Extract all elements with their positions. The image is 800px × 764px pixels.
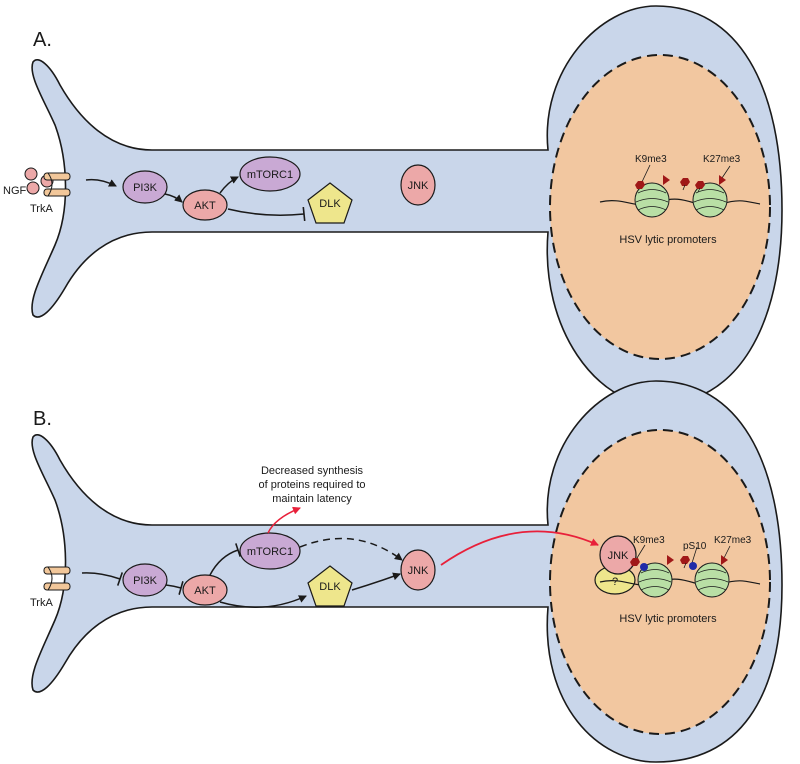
dlk-label-a: DLK bbox=[319, 198, 341, 210]
arrow-akt-to-dlk-b bbox=[219, 595, 307, 609]
dna-strand-b bbox=[599, 578, 761, 587]
trka-receptor-a bbox=[43, 172, 71, 197]
note-line-3: maintain latency bbox=[272, 493, 352, 505]
inhibition-pi3k-akt-b bbox=[165, 581, 184, 595]
k27me3-label-a: K27me3 bbox=[703, 154, 741, 165]
k9me3-mark-icon-a bbox=[635, 164, 705, 193]
trka-label-a: TrkA bbox=[30, 203, 53, 215]
arrow-trka-to-pi3k-a bbox=[85, 178, 117, 187]
nuclear-jnk-node-b bbox=[599, 535, 637, 575]
jnk-label-b: JNK bbox=[408, 565, 429, 577]
arrow-pi3k-to-akt-a bbox=[164, 193, 183, 203]
red-arrow-jnk-to-nucleus-b bbox=[440, 530, 599, 566]
pi3k-label-b: PI3K bbox=[133, 575, 158, 587]
dna-strand-a bbox=[599, 198, 761, 207]
mtorc1-label-b: mTORC1 bbox=[247, 546, 293, 558]
trka-receptor-b bbox=[43, 566, 71, 591]
akt-node-a bbox=[182, 189, 228, 221]
k9me3-mark-icon-b bbox=[630, 544, 690, 569]
nucleosome-a-1 bbox=[634, 182, 670, 218]
dashed-arrow-mtorc1-to-jnk-b bbox=[299, 537, 403, 561]
dlk-node-a bbox=[307, 182, 353, 224]
red-arrow-mtorc1-to-note-b bbox=[267, 506, 301, 534]
panel-b-label: B. bbox=[33, 408, 52, 430]
nuclear-jnk-label-b: JNK bbox=[608, 550, 629, 562]
pi3k-label-a: PI3K bbox=[133, 182, 158, 194]
inhibition-akt-mtorc1-b bbox=[209, 543, 241, 576]
panel-a-label: A. bbox=[33, 29, 52, 51]
partner-label-b: ? bbox=[612, 576, 618, 588]
ps10-label-b: pS10 bbox=[683, 541, 707, 552]
panel-a: A. NGF TrkA PI3K AKT mTORC1 DLK JNK bbox=[3, 5, 783, 406]
k27me3-mark-icon-b bbox=[667, 545, 731, 565]
nucleosome-b-1 bbox=[637, 562, 673, 598]
mtorc1-node-a bbox=[239, 156, 301, 192]
hsv-lytic-promoters-label-a: HSV lytic promoters bbox=[619, 234, 717, 246]
note-line-1: Decreased synthesis bbox=[261, 465, 364, 477]
ps10-mark-icon-b bbox=[640, 546, 698, 571]
mtorc1-label-a: mTORC1 bbox=[247, 169, 293, 181]
ngf-ligand-a bbox=[24, 167, 54, 195]
ngf-label-a: NGF bbox=[3, 185, 27, 197]
k27me3-mark-icon-a bbox=[663, 165, 731, 185]
akt-label-b: AKT bbox=[194, 585, 216, 597]
k9me3-label-b: K9me3 bbox=[633, 535, 665, 546]
panel-b: B. TrkA PI3K AKT mTORC1 DLK JNK Decrease… bbox=[30, 380, 783, 763]
inhibition-trka-pi3k-b bbox=[81, 572, 124, 586]
jnk-node-a bbox=[400, 164, 436, 206]
trka-label-b: TrkA bbox=[30, 597, 53, 609]
dlk-label-b: DLK bbox=[319, 581, 341, 593]
arrow-akt-to-mtorc1-a bbox=[219, 176, 239, 194]
nucleosome-b-2 bbox=[694, 562, 730, 598]
jnk-label-a: JNK bbox=[408, 180, 429, 192]
akt-label-a: AKT bbox=[194, 200, 216, 212]
arrow-dlk-to-jnk-b bbox=[351, 572, 401, 591]
note-line-2: of proteins required to bbox=[258, 479, 365, 491]
jnk-node-b bbox=[400, 549, 436, 591]
k27me3-label-b: K27me3 bbox=[714, 535, 752, 546]
k9me3-label-a: K9me3 bbox=[635, 154, 667, 165]
nucleosome-a-2 bbox=[692, 182, 728, 218]
inhibition-akt-dlk-a bbox=[227, 206, 306, 222]
pi3k-node-a bbox=[122, 170, 168, 204]
hsv-lytic-promoters-label-b: HSV lytic promoters bbox=[619, 613, 717, 625]
dlk-node-b bbox=[307, 565, 353, 607]
